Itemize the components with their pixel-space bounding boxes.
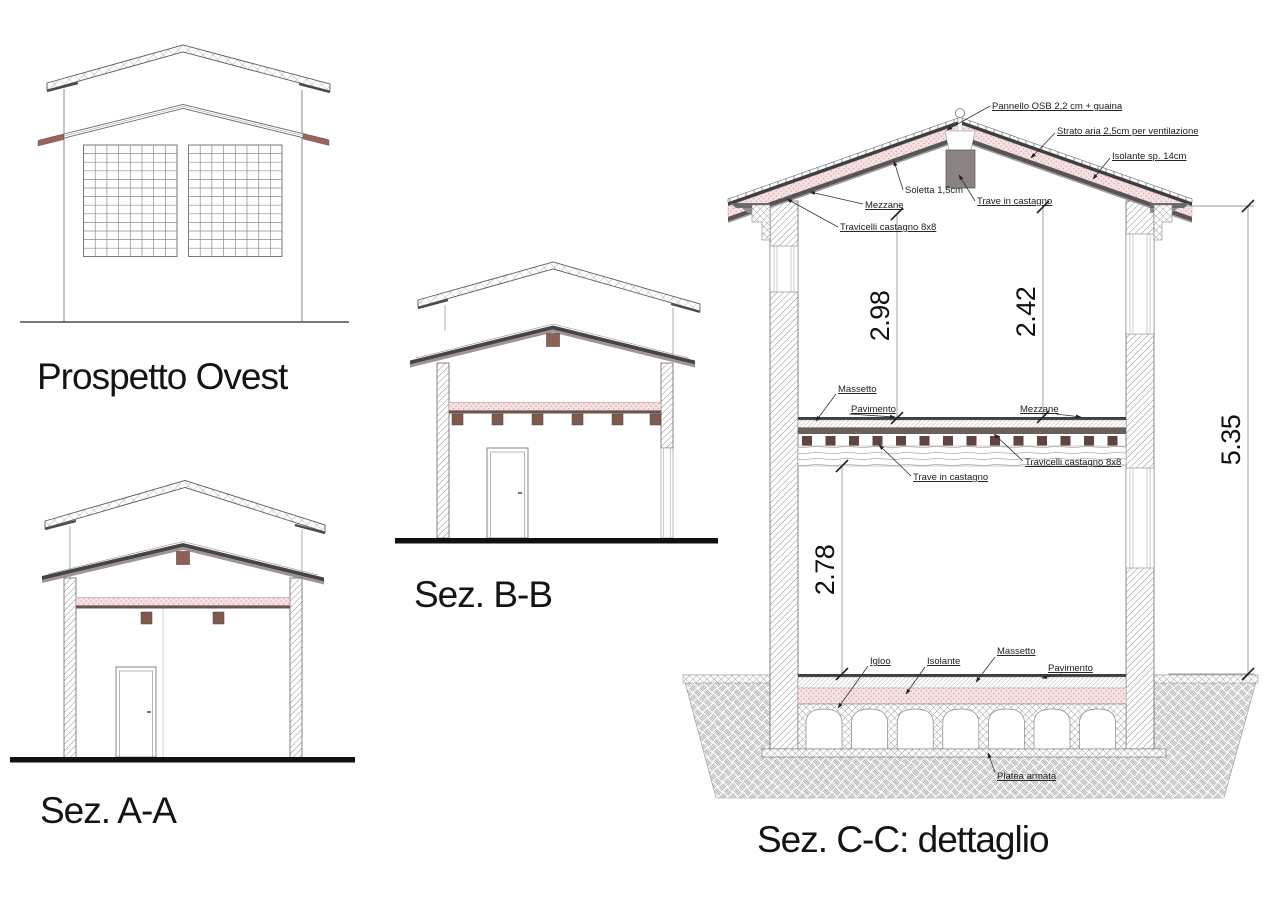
dim-piano-primo: 2.98 <box>865 291 895 342</box>
travicelli-row <box>802 436 1118 446</box>
foundation <box>761 674 1167 758</box>
door <box>115 666 157 758</box>
ground-surface-left <box>682 674 771 684</box>
label-massetto-foundation: Massetto <box>997 646 1036 657</box>
ground-line <box>10 757 355 763</box>
ground-line <box>395 538 718 544</box>
wall-left <box>63 577 77 759</box>
label-igloo: Igloo <box>870 656 891 667</box>
platea-slab <box>761 748 1167 758</box>
igloo-arches <box>805 708 1116 750</box>
dim-piano-terra: 2.78 <box>810 545 840 596</box>
beam-block <box>212 611 225 625</box>
lower-roof-band <box>39 104 328 145</box>
sez-bb-drawing: Sez. B-B <box>395 261 718 615</box>
label-mezzane-roof: Mezzane <box>865 200 904 211</box>
label-mezzane-floor: Mezzane <box>1020 404 1059 415</box>
window-right-upper <box>1125 233 1155 335</box>
roof-left-slope <box>727 117 959 223</box>
eave-steps-left <box>730 203 771 241</box>
roof-eave-cap-right <box>298 82 331 94</box>
label-pavimento-foundation: Pavimento <box>1048 663 1093 674</box>
sez-aa-drawing: Sez. A-A <box>10 480 355 831</box>
door <box>486 447 529 539</box>
wall-right <box>660 362 674 449</box>
roof-eave-cap-left <box>46 81 79 93</box>
window-right-lower <box>1125 467 1155 569</box>
dim-piano-primo-gronda: 2.42 <box>1011 287 1041 338</box>
brick-grille-left <box>83 144 178 257</box>
upper-roof-band <box>44 480 326 533</box>
beam-block <box>140 611 153 625</box>
intermediate-floor <box>797 417 1127 467</box>
label-soletta: Soletta 1,5cm <box>905 185 963 196</box>
roof-right-slope <box>961 117 1193 223</box>
wall-left <box>769 200 799 750</box>
eave-tile-right <box>302 133 330 146</box>
label-isolante-foundation: Isolante <box>927 656 960 667</box>
label-pannello-osb: Pannello OSB 2,2 cm + guaina <box>992 101 1123 112</box>
sez-aa-title: Sez. A-A <box>40 790 177 831</box>
sez-cc-title: Sez. C-C: dettaglio <box>757 819 1049 860</box>
dimension-2-42: 2.42 <box>1011 200 1050 424</box>
ridge-beam <box>176 551 190 565</box>
label-trave-roof: Trave in castagno <box>977 196 1052 207</box>
ridge-notch <box>944 130 976 151</box>
door-handle <box>518 492 522 494</box>
beam-blocks <box>451 413 662 426</box>
wall-right <box>289 577 303 759</box>
dimension-2-78: 2.78 <box>810 459 849 681</box>
ridge-beam <box>945 149 976 189</box>
label-pavimento-floor: Pavimento <box>851 404 896 415</box>
label-travicelli-floor: Travicelli castagno 8x8 <box>1025 457 1121 468</box>
wall-right-opening <box>660 447 674 539</box>
label-isolante-sp: Isolante sp. 14cm <box>1112 151 1187 162</box>
label-trave-floor: Trave in castagno <box>913 472 988 483</box>
label-travicelli-roof: Travicelli castagno 8x8 <box>840 222 936 233</box>
prospetto-ovest-title: Prospetto Ovest <box>37 356 289 397</box>
upper-roof-band <box>46 44 331 92</box>
window-left <box>769 245 799 293</box>
label-massetto-floor: Massetto <box>838 384 877 395</box>
door-handle <box>147 711 151 713</box>
brick-grille-right <box>188 144 283 257</box>
sez-cc-drawing: 2.98 2.42 2.78 5.35 <box>682 101 1259 860</box>
chestnut-beam-band <box>797 445 1127 467</box>
label-platea-armata: Platea armata <box>997 771 1057 782</box>
upper-roof-band <box>417 261 701 312</box>
dimension-2-98: 2.98 <box>865 207 904 425</box>
dimension-5-35: 5.35 <box>1168 199 1255 681</box>
dim-totale: 5.35 <box>1216 415 1246 466</box>
leader-lines <box>786 105 1111 773</box>
sez-bb-title: Sez. B-B <box>414 574 552 615</box>
label-strato-aria: Strato aria 2,5cm per ventilazione <box>1057 126 1199 137</box>
ridge-vent-circle <box>955 108 965 118</box>
floor-slab <box>448 402 662 411</box>
eave-tile-left <box>37 133 65 147</box>
eave-steps-right <box>1150 203 1190 241</box>
ridge-beam <box>546 333 560 347</box>
prospetto-ovest-drawing: Prospetto Ovest <box>20 44 349 397</box>
wall-left <box>436 362 450 539</box>
floor-slab <box>75 597 291 606</box>
